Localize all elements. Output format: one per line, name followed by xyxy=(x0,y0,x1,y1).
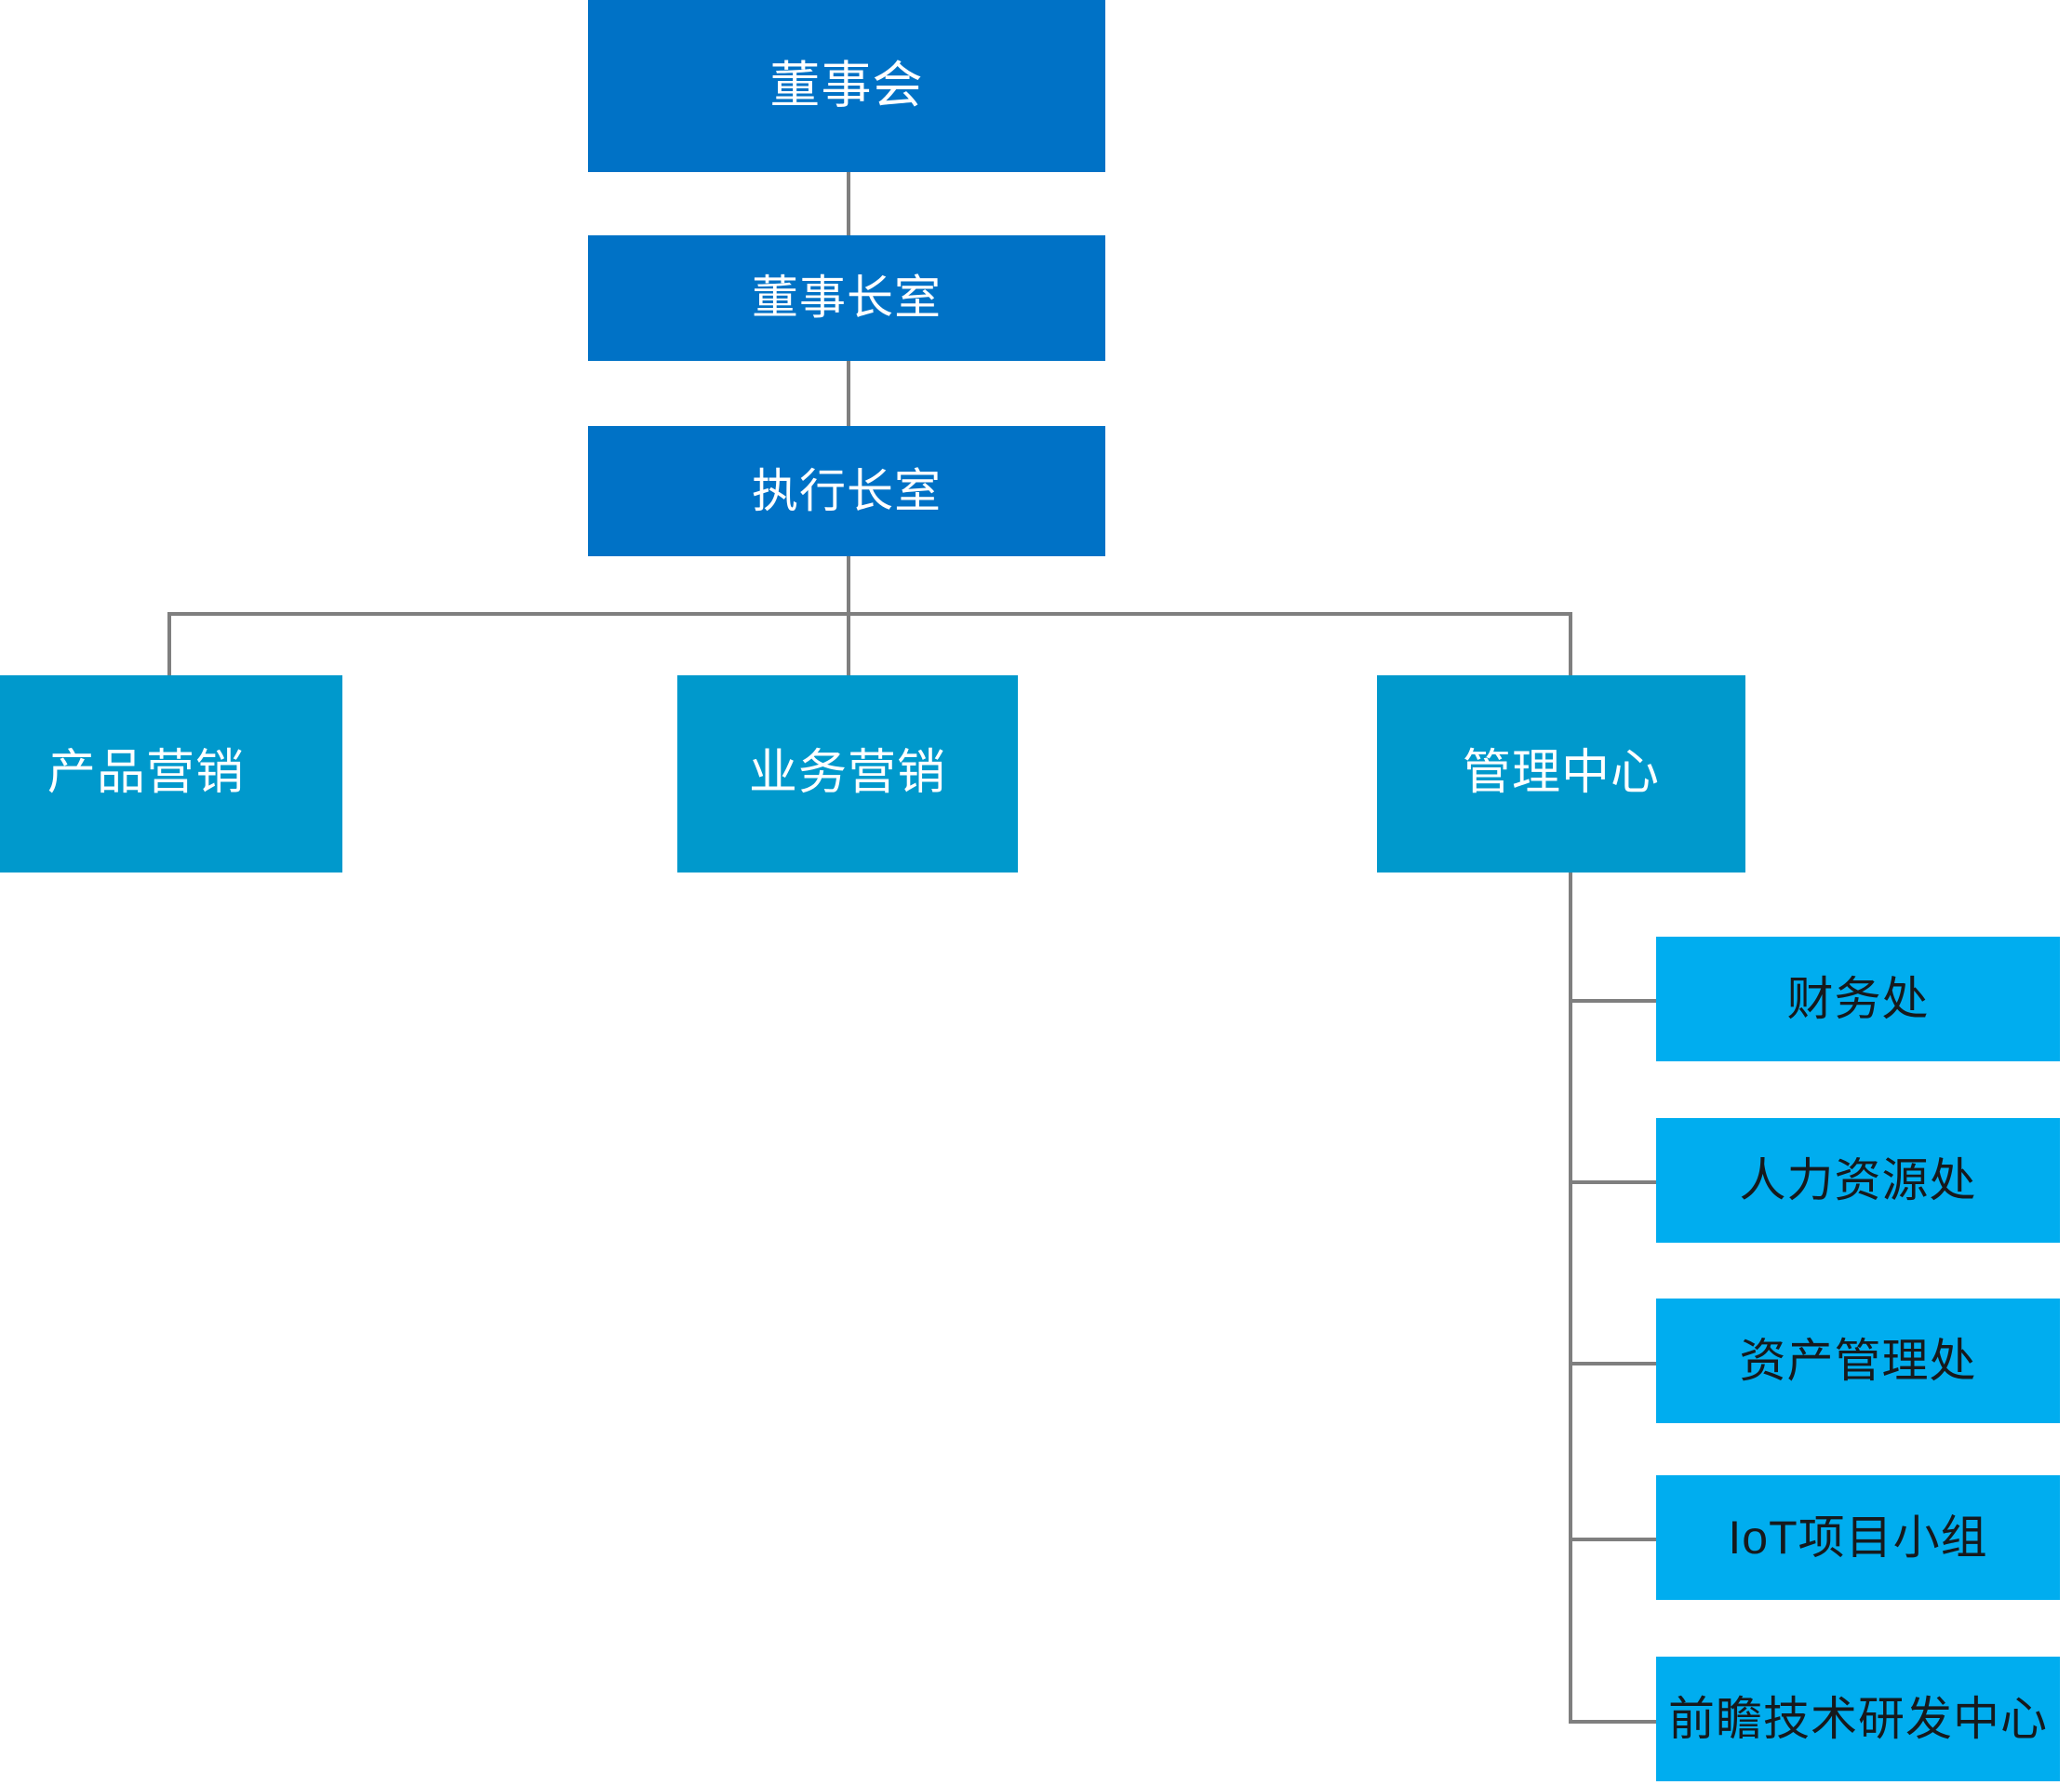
connector-executive-drop xyxy=(847,556,850,616)
node-finance-dept-label: 财务处 xyxy=(1786,972,1930,1025)
node-finance-dept[interactable]: 财务处 xyxy=(1656,937,2060,1061)
node-rnd-center-label: 前瞻技术研发中心 xyxy=(1668,1692,2048,1745)
node-board-label: 董事会 xyxy=(769,57,924,113)
node-asset-dept-label: 资产管理处 xyxy=(1739,1334,1977,1387)
node-business-marketing-label: 业务营销 xyxy=(748,746,947,801)
connector-management-to-rnd xyxy=(1569,1720,1656,1724)
connector-level2-bus xyxy=(167,612,1572,616)
connector-board-to-chairman xyxy=(847,172,850,237)
connector-management-to-iot xyxy=(1569,1538,1656,1541)
node-board[interactable]: 董事会 xyxy=(588,0,1105,172)
connector-management-to-asset xyxy=(1569,1362,1656,1365)
connector-management-spine xyxy=(1569,870,1572,1724)
node-product-marketing-label: 产品营销 xyxy=(47,746,246,801)
node-executive-label: 执行长室 xyxy=(752,464,942,517)
connector-management-to-hr xyxy=(1569,1180,1656,1184)
node-asset-dept[interactable]: 资产管理处 xyxy=(1656,1299,2060,1423)
node-business-marketing[interactable]: 业务营销 xyxy=(677,675,1018,873)
connector-bus-to-product xyxy=(167,612,171,675)
node-management-center-label: 管理中心 xyxy=(1462,746,1661,801)
node-management-center[interactable]: 管理中心 xyxy=(1377,675,1745,873)
connector-bus-to-business xyxy=(847,612,850,675)
node-hr-dept-label: 人力资源处 xyxy=(1739,1153,1977,1206)
connector-bus-to-management xyxy=(1569,612,1572,675)
node-rnd-center[interactable]: 前瞻技术研发中心 xyxy=(1656,1657,2060,1781)
node-iot-team-label: IoT项目小组 xyxy=(1728,1511,1988,1564)
connector-chairman-to-executive xyxy=(847,361,850,426)
node-hr-dept[interactable]: 人力资源处 xyxy=(1656,1118,2060,1243)
node-product-marketing[interactable]: 产品营销 xyxy=(0,675,342,873)
connector-management-to-finance xyxy=(1569,999,1656,1003)
node-chairman-label: 董事长室 xyxy=(752,272,942,324)
node-executive[interactable]: 执行长室 xyxy=(588,426,1105,556)
node-chairman[interactable]: 董事长室 xyxy=(588,235,1105,361)
node-iot-team[interactable]: IoT项目小组 xyxy=(1656,1475,2060,1600)
